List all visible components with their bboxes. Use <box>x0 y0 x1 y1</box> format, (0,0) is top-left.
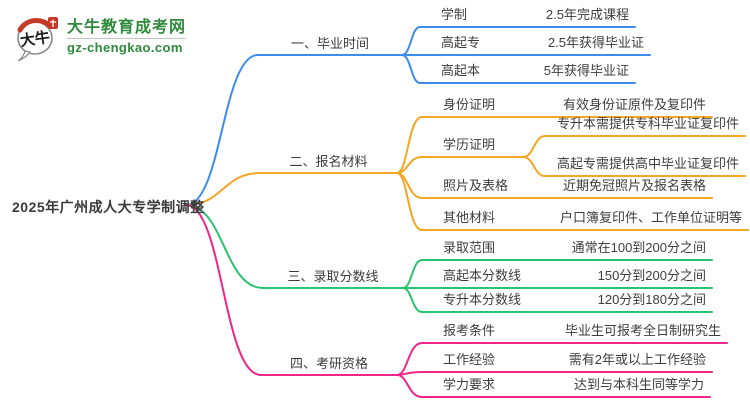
row-label: 学制 <box>441 7 468 22</box>
row-value: 有效身份证原件及复印件 <box>562 97 706 112</box>
row-label: 报考条件 <box>443 323 496 338</box>
row-value: 高起专需提供高中毕业证复印件 <box>556 156 739 171</box>
leaf-row: 高起专需提供高中毕业证复印件 <box>545 156 745 176</box>
leaf-row: 高起本 5年获得毕业证 <box>420 63 635 83</box>
leaf-row: 报考条件 毕业生可报考全日制研究生 <box>422 323 727 343</box>
leaf-row: 专升本需提供专科毕业证复印件 <box>545 116 745 136</box>
leaf-row: 照片及表格 近期免冠照片及报名表格 <box>422 178 712 198</box>
row-value: 专升本需提供专科毕业证复印件 <box>556 116 739 131</box>
row-value: 近期免冠照片及报名表格 <box>562 178 706 193</box>
branch-node-admission-score: 三、录取分数线 <box>287 269 379 284</box>
row-label: 学力要求 <box>443 377 496 392</box>
row-label: 录取范围 <box>443 240 496 255</box>
leaf-row: 高起本分数线 150分到200分之间 <box>422 268 712 288</box>
row-label: 工作经验 <box>443 352 496 367</box>
subbranch-node-education-proof: 学历证明 <box>422 137 523 157</box>
row-value: 毕业生可报考全日制研究生 <box>564 323 721 338</box>
row-label: 高起本分数线 <box>443 268 522 283</box>
leaf-row: 工作经验 需有2年或以上工作经验 <box>422 352 712 372</box>
row-value: 达到与本科生同等学力 <box>573 377 704 392</box>
row-label: 照片及表格 <box>443 178 509 193</box>
row-label: 高起本 <box>441 63 481 78</box>
row-label: 身份证明 <box>443 97 496 112</box>
branch-node-graduation-time: 一、毕业时间 <box>290 36 369 51</box>
branch-2-lines <box>185 116 749 231</box>
row-label: 高起专 <box>441 35 481 50</box>
branch-3-lines <box>185 204 713 313</box>
row-value: 2.5年完成课程 <box>545 7 629 22</box>
row-value: 5年获得毕业证 <box>543 63 629 78</box>
row-value: 120分到180分之间 <box>597 292 706 307</box>
root-node: 2025年广州成人大专学制调整 <box>12 199 205 215</box>
branch-1-lines <box>185 26 651 206</box>
logo-bubble-icon: 大牛 <box>17 17 58 61</box>
row-label: 其他材料 <box>443 210 496 225</box>
site-domain: gz-chengkao.com <box>67 40 183 55</box>
site-name: 大牛教育成考网 <box>67 19 187 36</box>
row-label: 专升本分数线 <box>443 292 522 307</box>
leaf-row: 录取范围 通常在100到200分之间 <box>422 240 712 260</box>
logo-text-block: 大牛教育成考网 gz-chengkao.com <box>67 19 187 55</box>
row-value: 通常在100到200分之间 <box>571 240 706 255</box>
leaf-row: 高起专 2.5年获得毕业证 <box>420 35 650 55</box>
leaf-row: 学力要求 达到与本科生同等学力 <box>422 377 710 397</box>
leaf-row: 身份证明 有效身份证原件及复印件 <box>422 97 712 117</box>
site-logo: 大牛 大牛教育成考网 gz-chengkao.com <box>12 13 187 61</box>
branch-4-lines <box>185 204 728 398</box>
branch-node-postgrad-eligibility: 四、考研资格 <box>289 356 368 371</box>
branch-node-registration-materials: 二、报名材料 <box>289 154 368 169</box>
row-value: 2.5年获得毕业证 <box>547 35 644 50</box>
row-value: 户口簿复印件、工作单位证明等 <box>559 210 742 225</box>
leaf-row: 学制 2.5年完成课程 <box>420 7 635 27</box>
row-value: 需有2年或以上工作经验 <box>568 352 706 367</box>
row-label: 学历证明 <box>443 137 496 152</box>
leaf-row: 其他材料 户口簿复印件、工作单位证明等 <box>422 210 748 230</box>
logo-divider <box>67 38 187 39</box>
svg-text:大牛: 大牛 <box>19 28 51 50</box>
leaf-row: 专升本分数线 120分到180分之间 <box>422 292 712 312</box>
row-value: 150分到200分之间 <box>597 268 706 283</box>
